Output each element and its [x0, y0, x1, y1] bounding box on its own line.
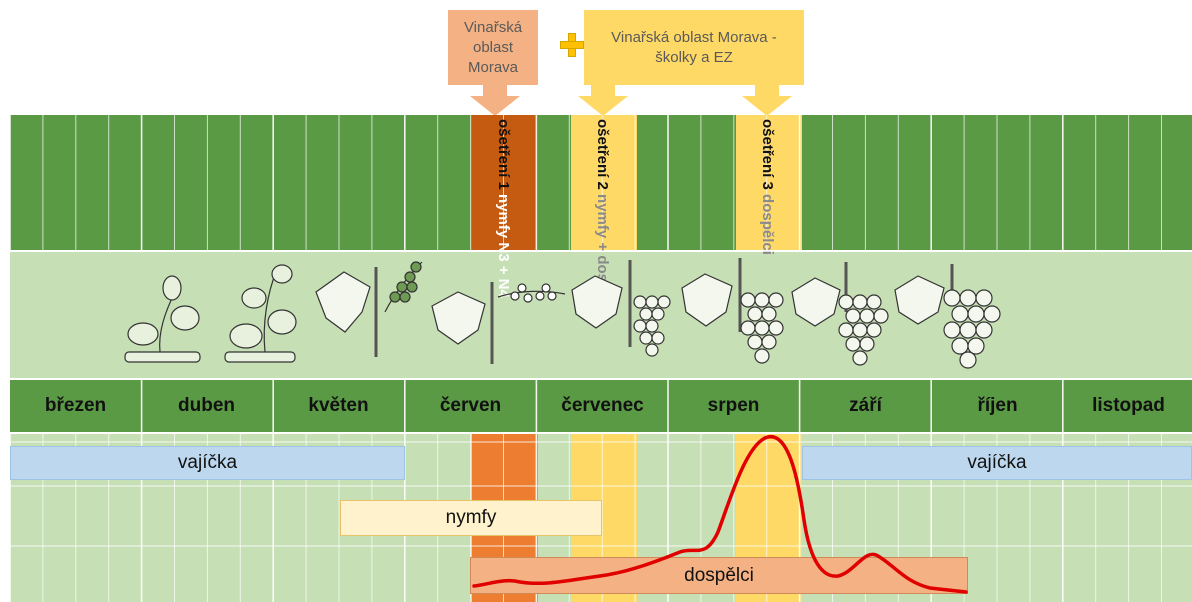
adult-abundance-curve [0, 0, 1192, 602]
